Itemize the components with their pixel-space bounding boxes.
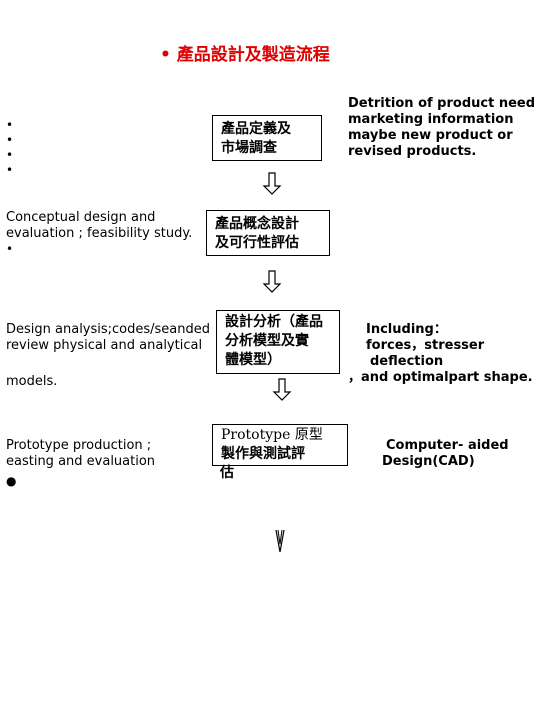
down-arrow-icon	[262, 270, 282, 293]
step-2-description: Conceptual design and evaluation ; feasi…	[6, 210, 192, 257]
description-line: Detrition of product need	[348, 96, 536, 111]
bullet-item: ●	[6, 474, 17, 488]
step-4-description: Prototype production ; easting and evalu…	[6, 438, 155, 489]
step-3-description-tail: models.	[6, 374, 58, 389]
step-3-description: Design analysis;codes/seanded review phy…	[6, 322, 210, 354]
bullet-item: •	[6, 133, 14, 147]
description-line: forces，stresser	[366, 338, 485, 353]
bullet-list-top: • • • •	[6, 118, 13, 178]
box-line: 及可行性評估	[215, 235, 299, 251]
box-line: 產品定義及	[221, 121, 291, 137]
step-box-product-definition: 產品定義及 市場調查	[212, 115, 322, 161]
box-line: 製作與測試評	[221, 446, 305, 462]
box-line: 產品概念設計	[215, 216, 299, 232]
description-line: Conceptual design and	[6, 210, 156, 225]
step-box-design-analysis: 設計分析（產品 分析模型及實 體模型）	[216, 310, 340, 374]
description-line: Design(CAD)	[382, 454, 475, 469]
description-line: Including：	[366, 322, 447, 337]
description-line: marketing information	[348, 112, 514, 127]
box-line-overflow: 估	[220, 465, 234, 481]
down-arrow-icon	[275, 529, 285, 553]
box-line: 分析模型及實	[225, 333, 309, 349]
bullet-item: •	[6, 148, 14, 162]
box-line: Prototype 原型	[221, 427, 323, 443]
bullet-item: •	[6, 118, 14, 132]
step-3-right-description: Including： forces，stresser deflection ，a…	[348, 322, 533, 386]
bullet-item: •	[6, 163, 14, 177]
page-title: • 產品設計及製造流程	[160, 45, 330, 65]
description-line: maybe new product or	[348, 128, 513, 143]
step-box-prototype: Prototype 原型 製作與測試評	[212, 424, 348, 466]
description-line: ，and optimalpart shape.	[348, 370, 533, 385]
step-1-description: Detrition of product need marketing info…	[348, 96, 535, 160]
description-line: Design analysis;codes/seanded	[6, 322, 211, 337]
description-line: review physical and analytical	[6, 338, 203, 353]
down-arrow-icon	[272, 378, 292, 401]
step-4-right-description: Computer- aided Design(CAD)	[382, 438, 509, 470]
description-line: easting and evaluation	[6, 454, 156, 469]
description-line: Prototype production ;	[6, 438, 152, 453]
step-box-concept-design: 產品概念設計 及可行性評估	[206, 210, 330, 256]
description-line: revised products.	[348, 144, 477, 159]
box-line: 市場調查	[221, 140, 277, 156]
description-line: evaluation ; feasibility study.	[6, 226, 193, 241]
box-line: 體模型）	[225, 352, 281, 368]
description-line: deflection	[370, 354, 444, 369]
bullet-item: •	[6, 242, 14, 256]
down-arrow-icon	[262, 172, 282, 195]
box-line: 設計分析（產品	[225, 314, 323, 330]
description-line: Computer- aided	[386, 438, 509, 453]
